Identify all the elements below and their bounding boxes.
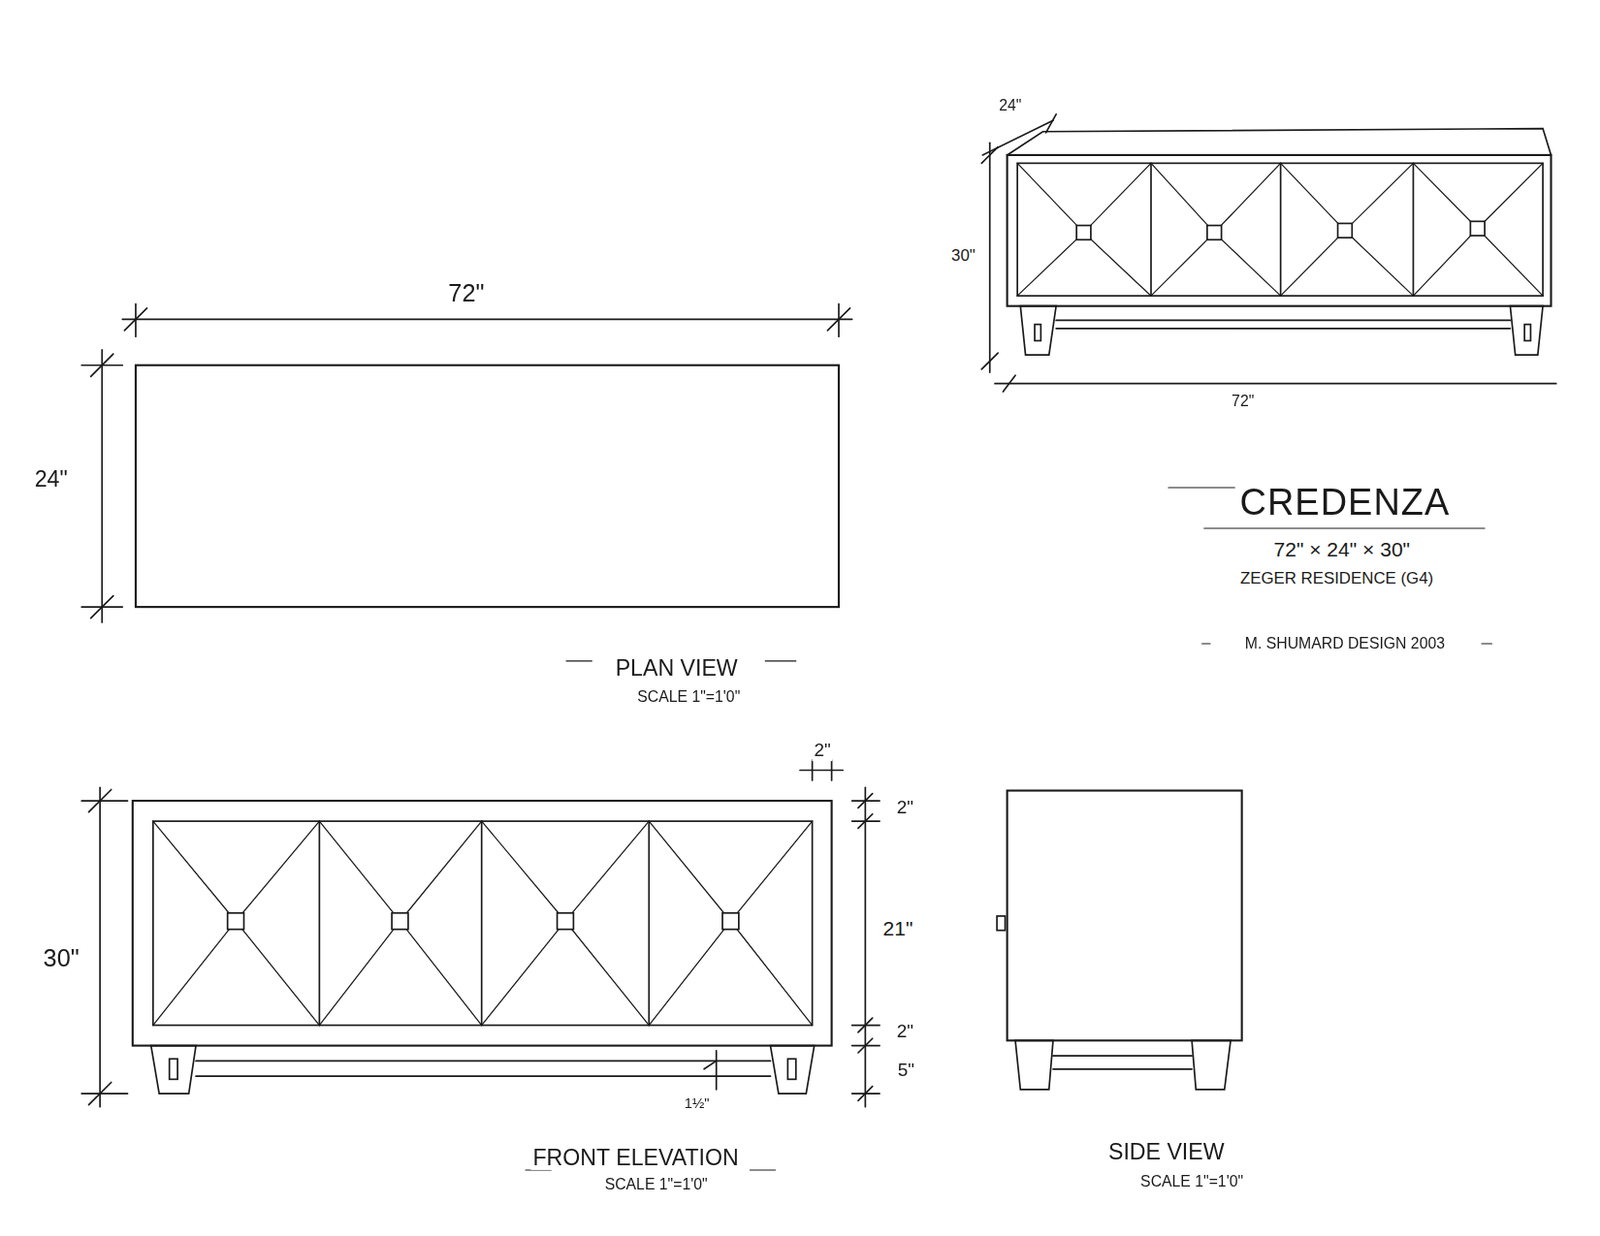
dimension: 5": [896, 1060, 917, 1082]
scale-note: SCALE 1"=1'0": [603, 1176, 710, 1193]
view-name: FRONT ELEVATION: [530, 1146, 740, 1171]
dimension: 2": [895, 798, 916, 819]
front-elevation: [81, 760, 880, 1171]
dimension: 24": [996, 97, 1024, 115]
designer-credit: M. SHUMARD DESIGN 2003: [1243, 635, 1447, 652]
dimension: 2": [811, 740, 832, 762]
dimension: 21": [880, 917, 915, 940]
view-name: PLAN VIEW: [613, 656, 740, 681]
project-name: ZEGER RESIDENCE (G4): [1238, 569, 1436, 588]
dimension: 30": [41, 945, 82, 973]
plan-view: [81, 304, 852, 662]
view-name: SIDE VIEW: [1106, 1140, 1227, 1165]
scale-note: SCALE 1"=1'0": [635, 688, 742, 705]
scale-note: SCALE 1"=1'0": [1138, 1173, 1246, 1190]
perspective-view: [981, 114, 1556, 392]
side-view: [996, 791, 1243, 1090]
dimension: 30": [949, 246, 978, 265]
dimension: 72": [1229, 392, 1256, 410]
overall-size: 72" × 24" × 30": [1271, 538, 1412, 561]
dimension: 72": [446, 280, 486, 308]
drawing-title: CREDENZA: [1237, 481, 1452, 523]
dimension: 2": [895, 1023, 916, 1044]
dimension: 1½": [682, 1095, 712, 1112]
dimension: 24": [32, 467, 70, 492]
